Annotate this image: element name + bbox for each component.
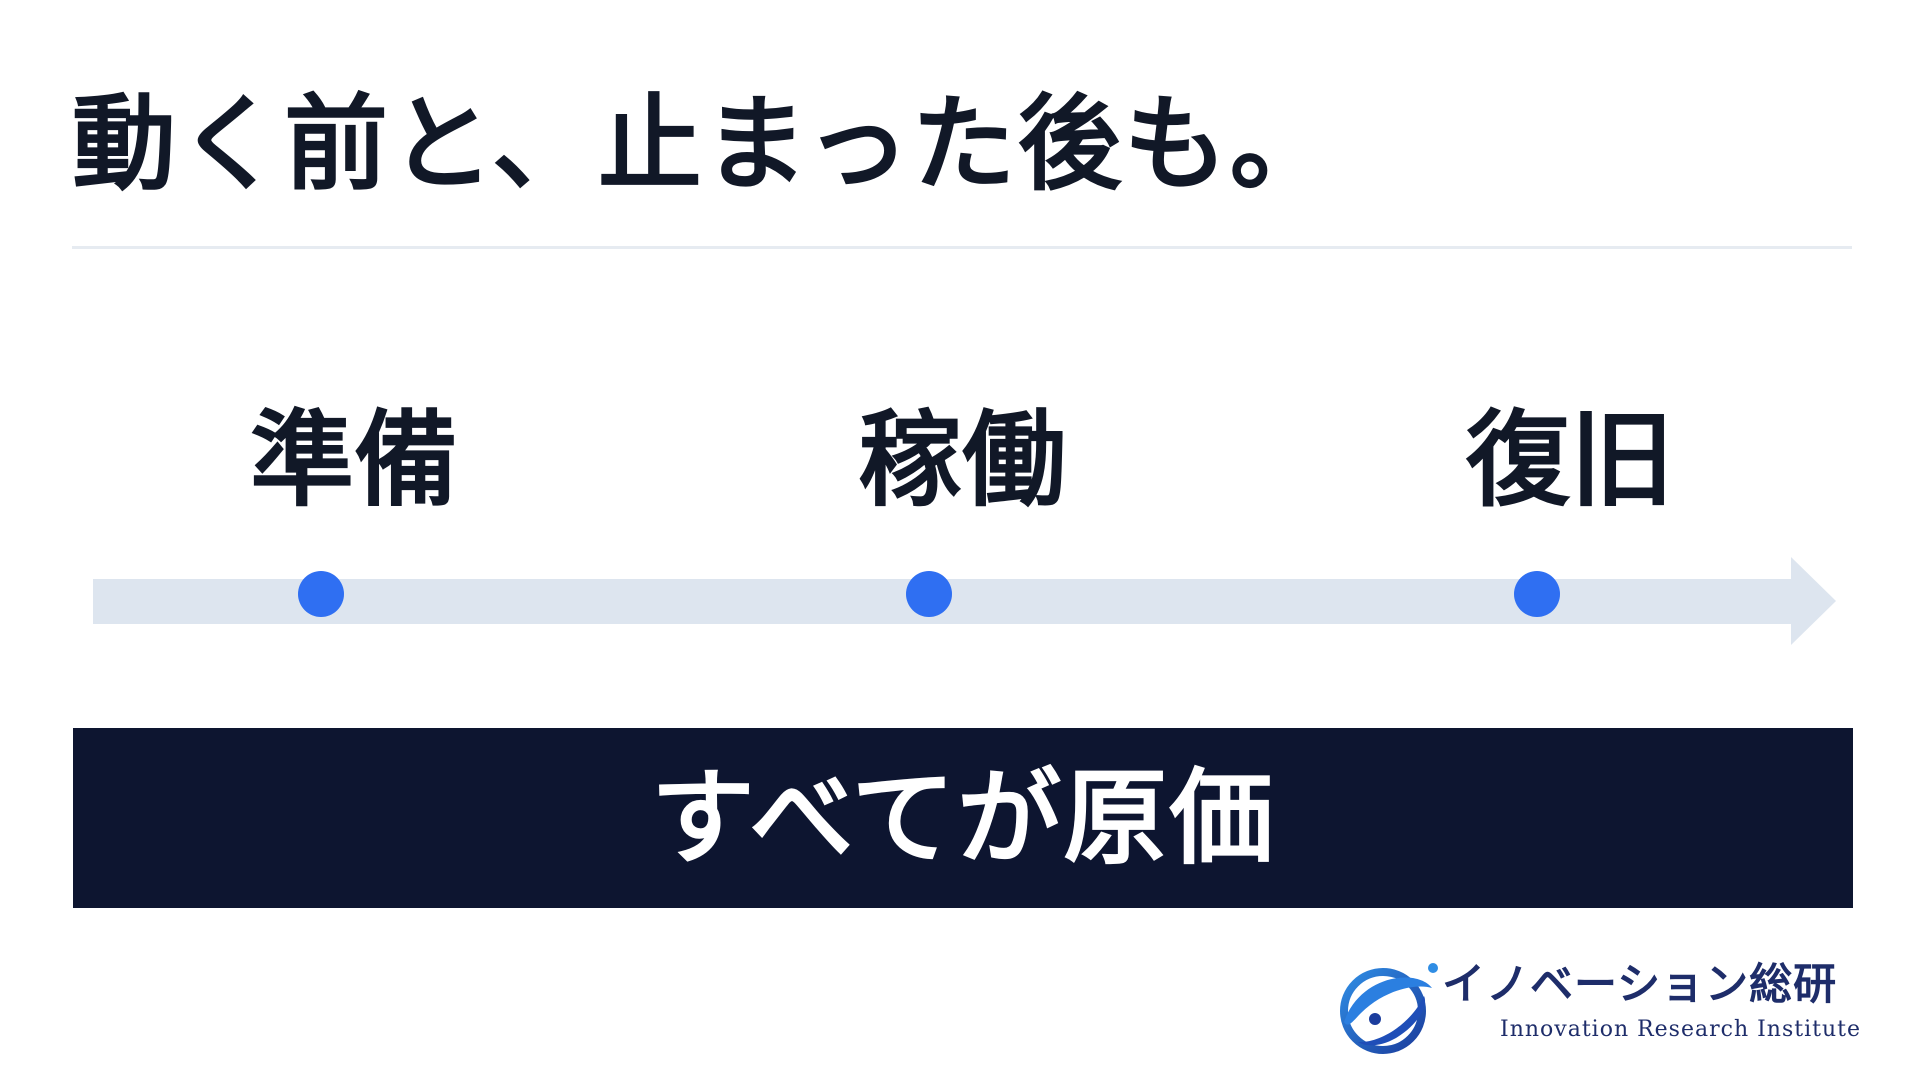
stage-marker-recovery xyxy=(1514,571,1560,617)
timeline-arrow-icon xyxy=(1791,557,1836,645)
stage-label-recovery: 復旧 xyxy=(1465,399,1674,521)
stage-label-operation: 稼働 xyxy=(857,399,1066,521)
page-title: 動く前と、止まった後も。 xyxy=(72,83,1336,205)
brand-mark: イノベーション総研 Innovation Research Institute xyxy=(1330,950,1890,1060)
summary-banner: すべてが原価 xyxy=(73,728,1853,908)
brand-subtitle: Innovation Research Institute xyxy=(1500,1017,1862,1042)
brand-name: イノベーション総研 xyxy=(1442,960,1838,1010)
stage-marker-operation xyxy=(906,571,952,617)
orbit-globe-logo-icon xyxy=(1340,963,1438,1054)
stage-marker-preparation xyxy=(298,571,344,617)
banner-text: すべてが原価 xyxy=(650,757,1276,879)
title-divider xyxy=(72,246,1852,249)
stage-label-preparation: 準備 xyxy=(249,399,458,521)
